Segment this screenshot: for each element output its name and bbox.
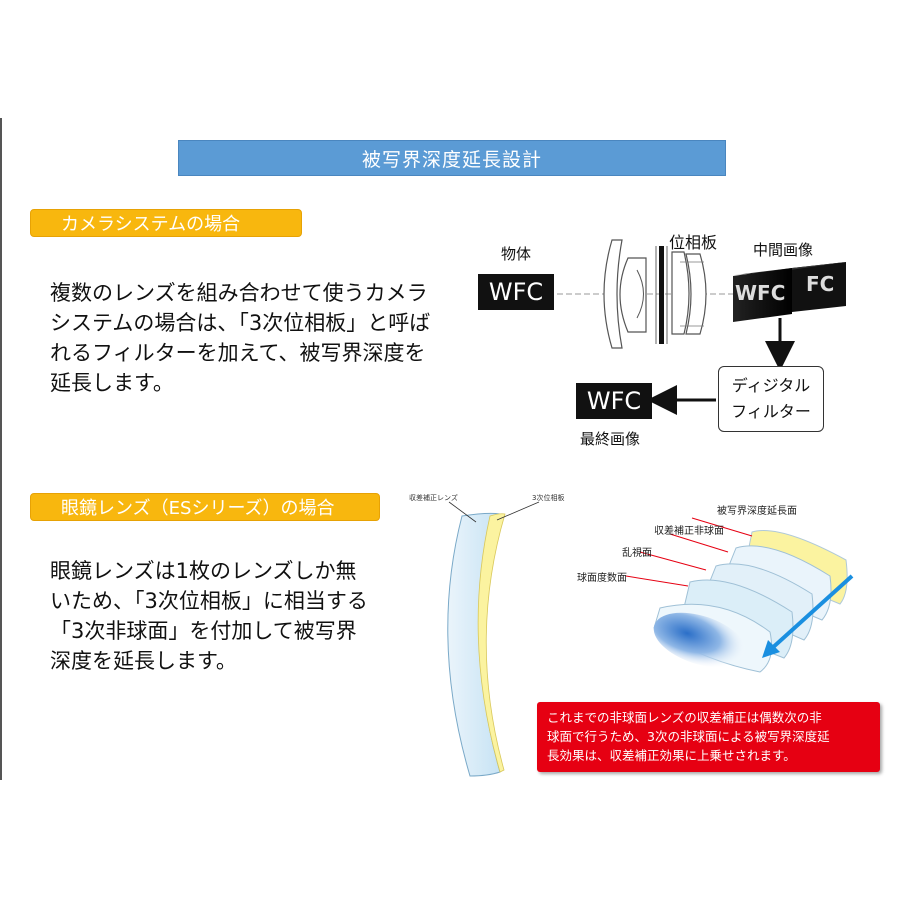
final-image: WFC [576,383,652,419]
camera-text-line: 複数のレンズを組み合わせて使うカメラ [50,281,428,305]
camera-text-line: システムの場合は、「3次位相板」と呼ば [50,311,431,335]
glasses-description: 眼鏡レンズは1枚のレンズしか無 いため、「3次位相板」に相当する 「3次非球面」… [50,556,385,676]
lens-element [671,251,690,335]
intermediate-image-front [733,268,792,322]
phase-plate-small-label: 3次位相板 [532,494,565,502]
final-image-label: 最終画像 [580,430,641,448]
spherical-power-label: 球面度数面 [577,573,627,584]
camera-text-line: 延長します。 [50,371,174,395]
object-image: WFC [478,274,554,310]
filter-line: ディジタル [731,376,811,395]
lens-element [603,239,623,349]
glasses-text-line: いため、「3次位相板」に相当する [50,589,368,613]
object-label: 物体 [501,245,532,263]
left-border-line [0,118,2,780]
lens-element [685,253,707,335]
note-line: 球面で行うため、3次の非球面による被写界深度延 [547,729,830,744]
intermediate-image-back [792,262,846,312]
intermediate-text-back: FC [806,272,835,296]
intermediate-image-label: 中間画像 [753,241,814,259]
glasses-text-line: 眼鏡レンズは1枚のレンズしか無 [50,559,357,583]
filter-line: フィルター [731,402,811,421]
camera-text-line: れるフィルターを加えて、被写界深度を [50,341,426,365]
digital-filter-box: ディジタル フィルター [718,366,824,432]
aberration-lens-label: 収差補正レンズ [409,494,458,502]
note-line: これまでの非球面レンズの収差補正は偶数次の非 [547,710,822,725]
page-title: 被写界深度延長設計 [178,140,726,176]
section-tag-glasses: 眼鏡レンズ（ESシリーズ）の場合 [30,493,380,521]
dof-surface-label: 被写界深度延長面 [717,506,797,517]
lens-element [619,257,647,333]
note-line: 長効果は、収差補正効果に上乗せされます。 [547,748,796,763]
section-tag-camera: カメラシステムの場合 [30,209,302,237]
glasses-text-line: 「3次非球面」を付加して被写界 [50,619,357,643]
camera-description: 複数のレンズを組み合わせて使うカメラ システムの場合は、「3次位相板」と呼ば れ… [50,278,440,398]
aberration-aspheric-label: 収差補正非球面 [654,526,724,537]
glasses-text-line: 深度を延長します。 [50,649,237,673]
phase-plate-layer [477,513,506,773]
note-box: これまでの非球面レンズの収差補正は偶数次の非 球面で行うため、3次の非球面による… [537,702,880,772]
phase-plate-label: 位相板 [669,233,718,252]
lens-element [636,269,644,319]
astigmatism-label: 乱視面 [622,548,652,559]
blur-spot [653,612,747,668]
intermediate-text-front: WFC [735,281,786,305]
phase-plate [659,246,664,344]
blue-arrow [768,574,854,652]
